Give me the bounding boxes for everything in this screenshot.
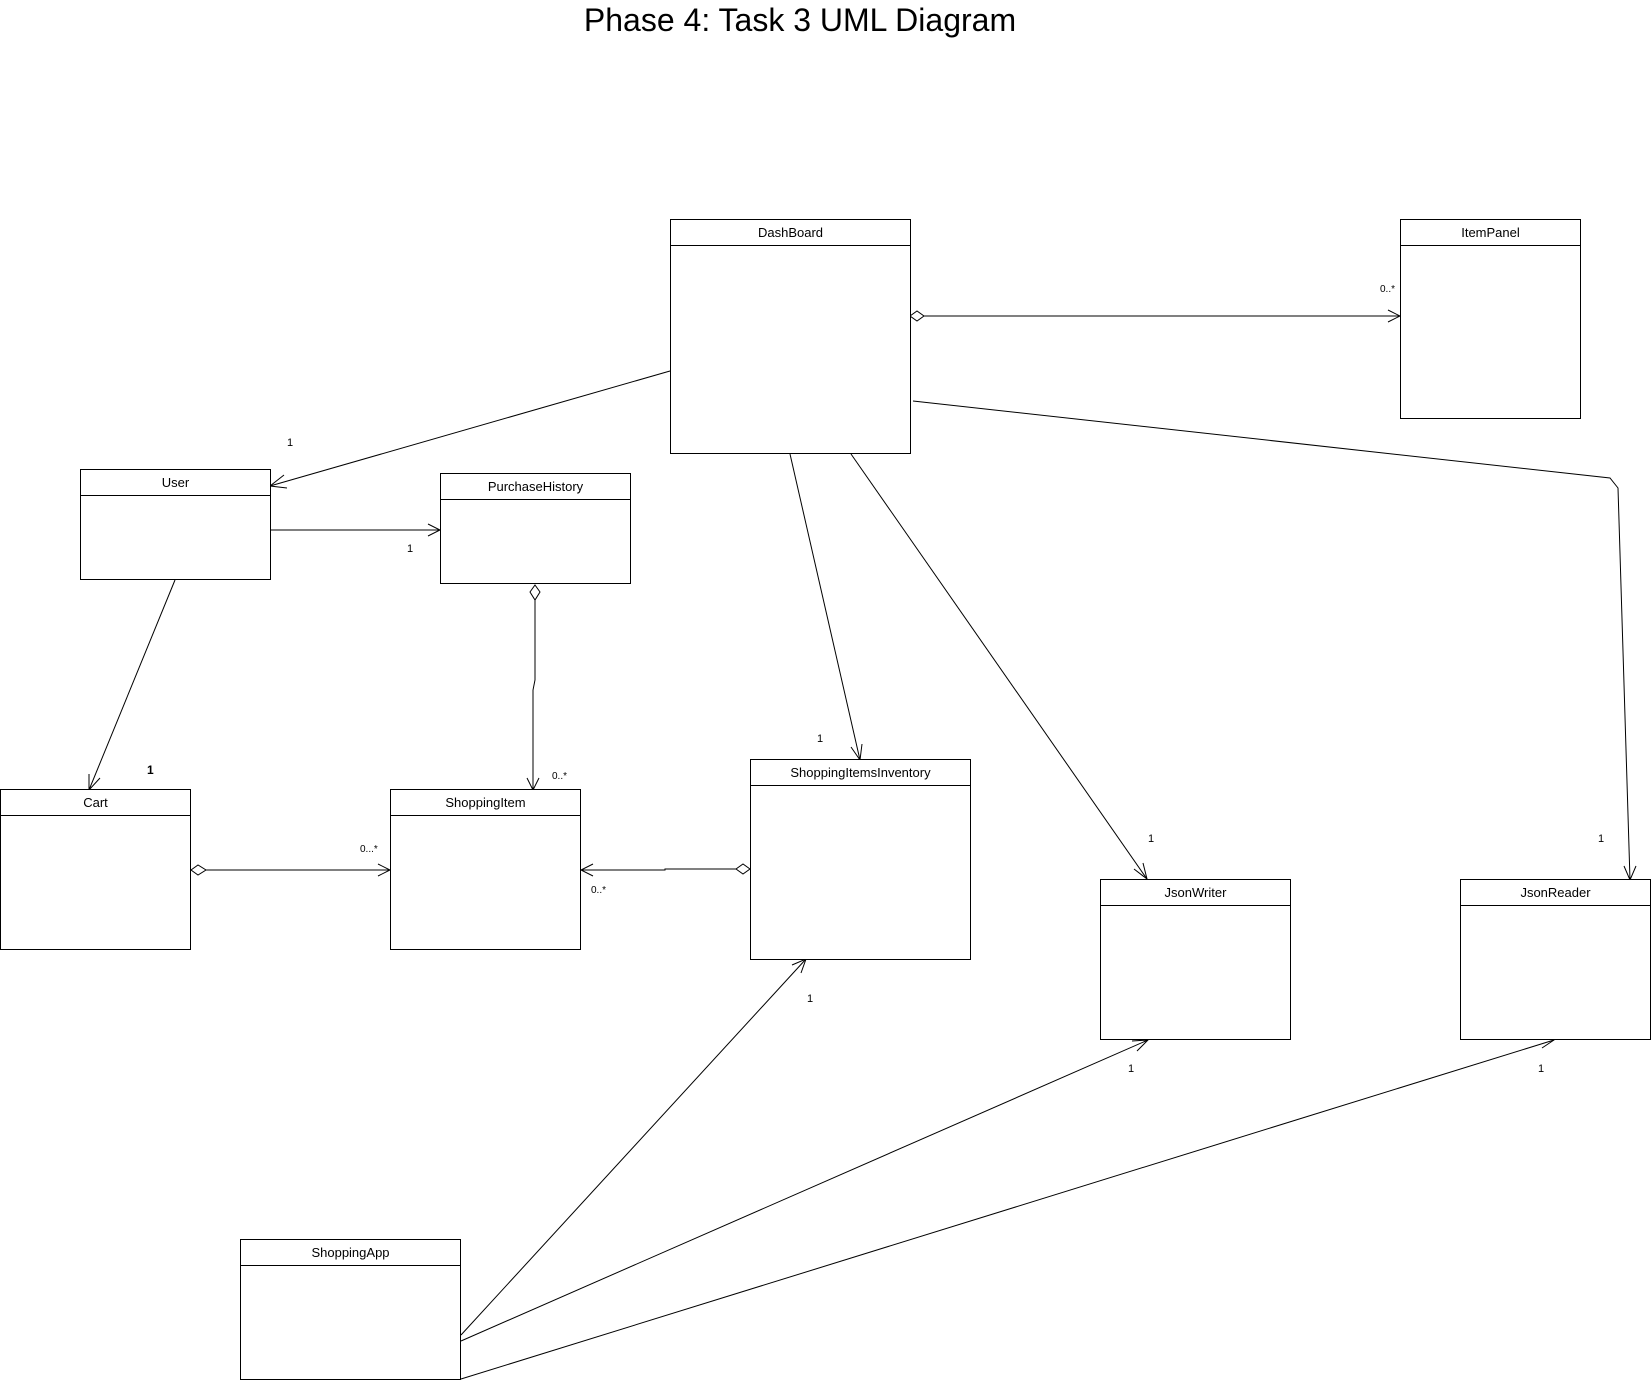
- edge-app-inventory: [460, 958, 807, 1336]
- class-shoppingitemsinventory[interactable]: ShoppingItemsInventory: [750, 759, 971, 960]
- class-cart[interactable]: Cart: [0, 789, 191, 950]
- class-itempanel[interactable]: ItemPanel: [1400, 219, 1581, 419]
- class-jsonwriter[interactable]: JsonWriter: [1100, 879, 1291, 1040]
- edge-user-purchasehistory: [271, 523, 442, 537]
- multiplicity-dashboard-jsonwriter: 1: [1148, 833, 1155, 845]
- multiplicity-dashboard-jsonreader: 1: [1598, 833, 1605, 845]
- multiplicity-dashboard-user: 1: [287, 437, 294, 449]
- edge-app-jsonreader: [460, 1035, 1556, 1380]
- class-dashboard[interactable]: DashBoard: [670, 219, 911, 454]
- class-name: JsonReader: [1461, 880, 1650, 906]
- class-name: DashBoard: [671, 220, 910, 246]
- edge-cart-shoppingitem: [190, 863, 392, 877]
- edge-user-cart: [88, 579, 176, 792]
- class-name: PurchaseHistory: [441, 474, 630, 500]
- class-user[interactable]: User: [80, 469, 271, 580]
- class-name: ShoppingItemsInventory: [751, 760, 970, 786]
- edge-inventory-shoppingitem: [579, 863, 751, 877]
- multiplicity-inventory-shoppingitem: 0..*: [591, 885, 607, 896]
- class-name: ShoppingApp: [241, 1240, 460, 1266]
- edge-app-jsonwriter: [460, 1039, 1150, 1342]
- multiplicity-app-inventory: 1: [807, 993, 814, 1005]
- multiplicity-user-purchasehistory: 1: [407, 543, 414, 555]
- class-name: ShoppingItem: [391, 790, 580, 816]
- class-name: User: [81, 470, 270, 496]
- multiplicity-app-jsonwriter: 1: [1128, 1063, 1135, 1075]
- class-name: Cart: [1, 790, 190, 816]
- diagram-title: Phase 4: Task 3 UML Diagram: [583, 2, 1017, 38]
- multiplicity-purchasehistory-shoppingitem: 0..*: [552, 771, 568, 782]
- class-purchasehistory[interactable]: PurchaseHistory: [440, 473, 631, 584]
- multiplicity-user-cart: 1: [147, 763, 154, 777]
- multiplicity-app-jsonreader: 1: [1538, 1063, 1545, 1075]
- multiplicity-dashboard-itempanel: 0..*: [1380, 284, 1396, 295]
- edge-dashboard-user: [268, 370, 671, 489]
- class-name: ItemPanel: [1401, 220, 1580, 246]
- edge-purchasehistory-shoppingitem: [526, 584, 541, 792]
- edge-dashboard-itempanel: [909, 309, 1402, 323]
- class-shoppingitem[interactable]: ShoppingItem: [390, 789, 581, 950]
- class-jsonreader[interactable]: JsonReader: [1460, 879, 1651, 1040]
- class-name: JsonWriter: [1101, 880, 1290, 906]
- class-shoppingapp[interactable]: ShoppingApp: [240, 1239, 461, 1380]
- edge-dashboard-jsonreader: [912, 400, 1637, 882]
- multiplicity-cart-shoppingitem: 0...*: [360, 844, 378, 855]
- edge-dashboard-inventory: [789, 453, 863, 762]
- multiplicity-dashboard-inventory: 1: [817, 733, 824, 745]
